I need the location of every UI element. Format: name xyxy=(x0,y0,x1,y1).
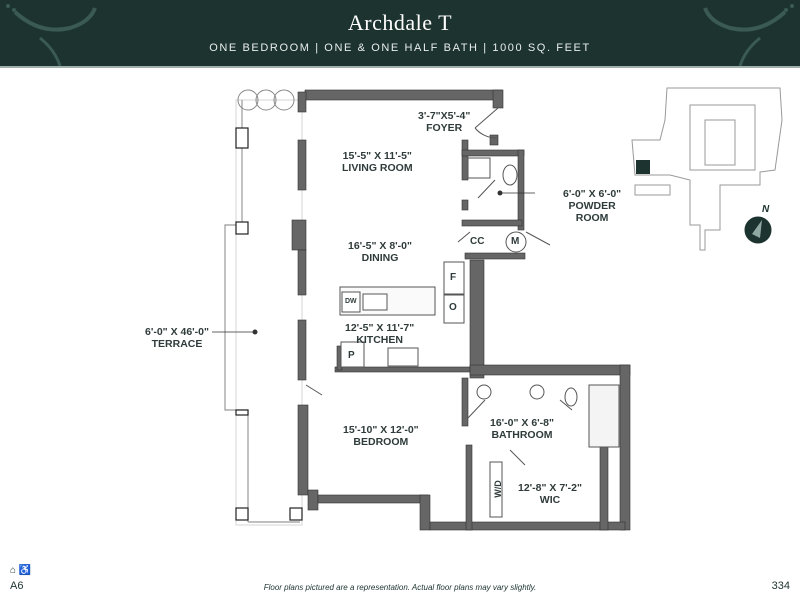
washer-dryer-label: W/D xyxy=(492,480,503,498)
kitchen-label: 12'-5" X 11'-7" KITCHEN xyxy=(345,322,415,346)
bedroom-label: 15'-10" X 12'-0" BEDROOM xyxy=(343,424,419,448)
living-room-label: 15'-5" X 11'-5" LIVING ROOM xyxy=(342,150,413,174)
fridge-label: F xyxy=(450,272,457,283)
dishwasher-label: DW xyxy=(345,298,357,305)
compass-north-label: N xyxy=(762,204,770,215)
powder-room-label: 6'-0" X 6'-0" POWDER ROOM xyxy=(563,188,622,224)
pantry-label: P xyxy=(348,350,355,361)
header-banner: Archdale T ONE BEDROOM | ONE & ONE HALF … xyxy=(0,0,800,68)
unit-code: A6 xyxy=(10,580,24,592)
bathroom-label: 16'-0" X 6'-8" BATHROOM xyxy=(490,417,554,441)
ornament-right-icon xyxy=(703,4,794,66)
disclaimer: Floor plans pictured are a representatio… xyxy=(263,583,537,592)
coat-closet-label: CC xyxy=(470,236,485,247)
accessibility-icons: ⌂ ♿ xyxy=(10,565,32,576)
oven-label: O xyxy=(449,302,457,313)
unit-subtitle: ONE BEDROOM | ONE & ONE HALF BATH | 1000… xyxy=(209,42,591,54)
terrace-label: 6'-0" X 46'-0" TERRACE xyxy=(145,326,209,350)
north-compass-icon xyxy=(743,215,773,245)
wic-label: 12'-8" X 7'-2" WIC xyxy=(518,482,582,506)
dining-label: 16'-5" X 8'-0" DINING xyxy=(348,240,412,264)
ornament-left-icon xyxy=(6,4,97,66)
page-number: 334 xyxy=(771,580,790,592)
mechanical-label: M xyxy=(511,236,520,247)
unit-title: Archdale T xyxy=(347,10,453,35)
foyer-label: 3'-7"X5'-4" FOYER xyxy=(418,110,471,134)
floor-plan-drawing xyxy=(212,87,783,531)
